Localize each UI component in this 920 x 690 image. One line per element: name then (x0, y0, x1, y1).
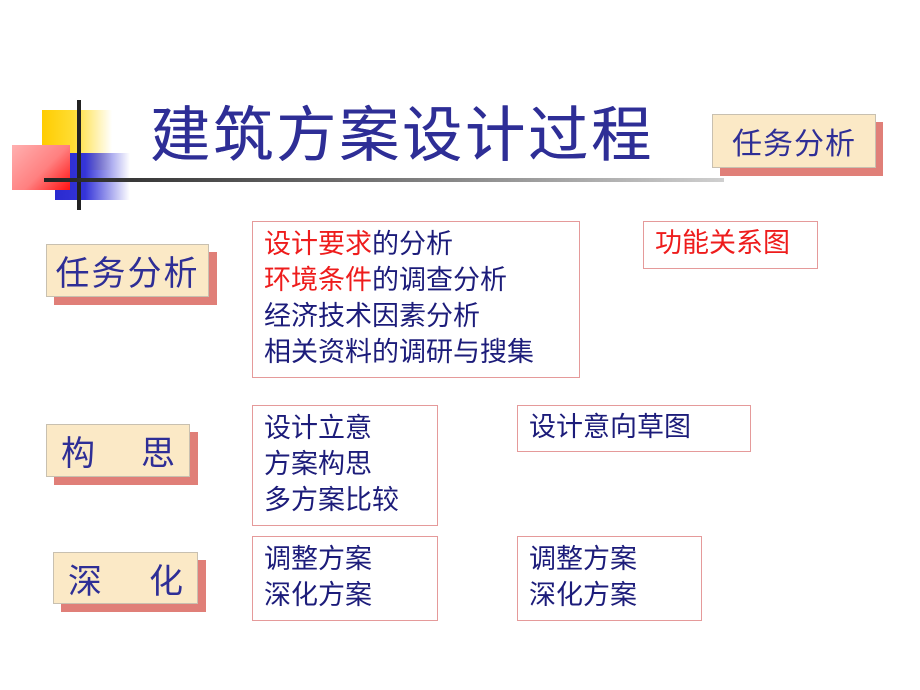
concept-sketch-box: 设计意向草图 (517, 405, 751, 452)
stage-label-char: 化 (149, 561, 183, 602)
stage-label-char: 思 (141, 434, 175, 474)
deepen-drawings-box: 调整方案 深化方案 (517, 536, 702, 621)
slide-title: 建筑方案设计过程 (150, 101, 654, 171)
stage-label-char: 深 (68, 561, 102, 602)
task-analysis-items-box: 设计要求的分析 环境条件的调查分析 经济技术因素分析 相关资料的调研与搜集 (252, 221, 580, 378)
list-item: 深化方案 (529, 580, 637, 611)
title-underline (44, 178, 724, 182)
list-item: 功能关系图 (655, 228, 790, 259)
list-item: 方案构思 (264, 449, 372, 480)
stage-label-char: 构 (61, 434, 95, 474)
list-item: 深化方案 (264, 580, 372, 611)
list-item: 多方案比较 (264, 485, 399, 516)
list-item: 经济技术因素分析 (264, 301, 480, 332)
list-item: 设计立意 (264, 413, 372, 444)
list-item: 设计要求的分析 (264, 229, 453, 260)
stage-label-text: 任务分析 (55, 254, 200, 294)
list-item: 环境条件的调查分析 (264, 265, 507, 296)
header-tag-label: 任务分析 (712, 114, 876, 168)
list-item: 调整方案 (529, 544, 637, 575)
concept-items-box: 设计立意 方案构思 多方案比较 (252, 405, 438, 526)
decorative-vertical-line (77, 100, 81, 210)
list-item: 调整方案 (264, 544, 372, 575)
function-diagram-box: 功能关系图 (643, 221, 818, 269)
list-item: 相关资料的调研与搜集 (264, 337, 534, 368)
list-item: 设计意向草图 (529, 412, 691, 443)
decorative-red-square (12, 145, 70, 190)
deepen-items-box: 调整方案 深化方案 (252, 536, 438, 621)
